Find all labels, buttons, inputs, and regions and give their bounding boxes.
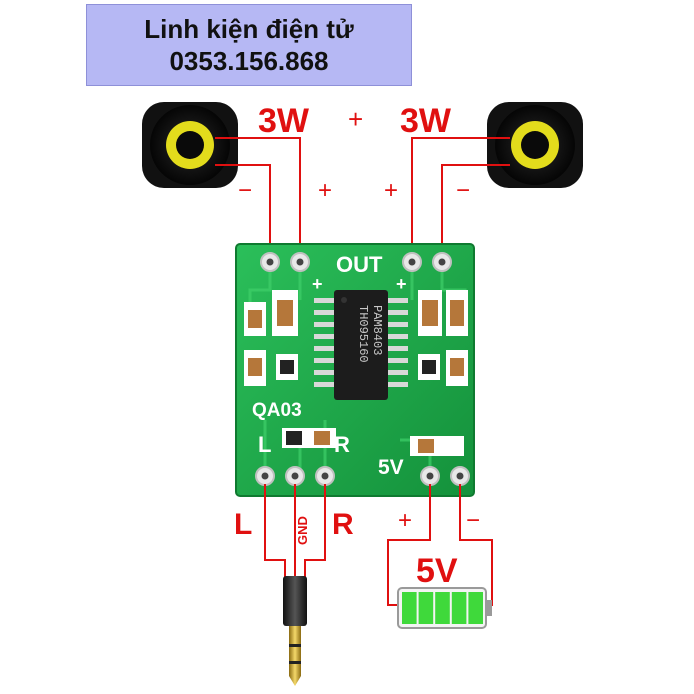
- battery-cell: [435, 592, 450, 624]
- right-speaker: [487, 102, 583, 188]
- amplifier-chip: PAM8403 TH095160: [314, 290, 408, 400]
- board-out-label: OUT: [336, 252, 383, 277]
- board-plus-left: +: [312, 274, 323, 294]
- chip-marking-line1: PAM8403: [370, 305, 384, 355]
- speaker-wires: [215, 137, 510, 262]
- battery-cell: [468, 592, 483, 624]
- board-plus-right: +: [396, 274, 407, 294]
- right-power-label: 3W: [400, 102, 452, 140]
- audio-left-label: L: [234, 508, 252, 541]
- board-silk-r: R: [334, 432, 350, 457]
- board-silk-l: L: [258, 432, 271, 457]
- left-speaker: [142, 102, 238, 188]
- right-speaker-plus-sign: +: [384, 177, 398, 204]
- audio-jack-plug: [283, 576, 307, 686]
- left-speaker-minus-sign: −: [238, 177, 252, 204]
- board-model-label: QA03: [252, 400, 302, 421]
- audio-wires: [264, 484, 326, 578]
- center-plus-sign: +: [348, 104, 363, 134]
- right-smd-components: [418, 290, 468, 386]
- input-pads: [255, 466, 335, 486]
- battery-cell: [418, 592, 434, 624]
- banner-title: Linh kiện điện tử: [144, 14, 354, 44]
- battery-cell: [402, 592, 417, 624]
- shop-banner: Linh kiện điện tử 0353.156.868: [86, 4, 412, 86]
- amplifier-board: OUT + +: [235, 243, 475, 497]
- power-pads: [420, 466, 470, 486]
- chip-marking-line2: TH095160: [356, 305, 370, 363]
- output-pads: [260, 252, 452, 272]
- battery-cell: [451, 592, 467, 624]
- supply-plus-sign: +: [398, 507, 412, 534]
- battery-voltage-label: 5V: [416, 552, 458, 590]
- audio-gnd-label: GND: [295, 516, 310, 545]
- right-speaker-minus-sign: −: [456, 177, 470, 204]
- banner-phone: 0353.156.868: [169, 46, 329, 76]
- audio-right-label: R: [332, 508, 354, 541]
- left-power-label: 3W: [258, 102, 310, 140]
- left-speaker-plus-sign: +: [318, 177, 332, 204]
- left-smd-components: [244, 290, 298, 386]
- board-silk-5v: 5V: [378, 456, 404, 479]
- battery-icon: [397, 587, 492, 629]
- supply-minus-sign: −: [466, 507, 480, 534]
